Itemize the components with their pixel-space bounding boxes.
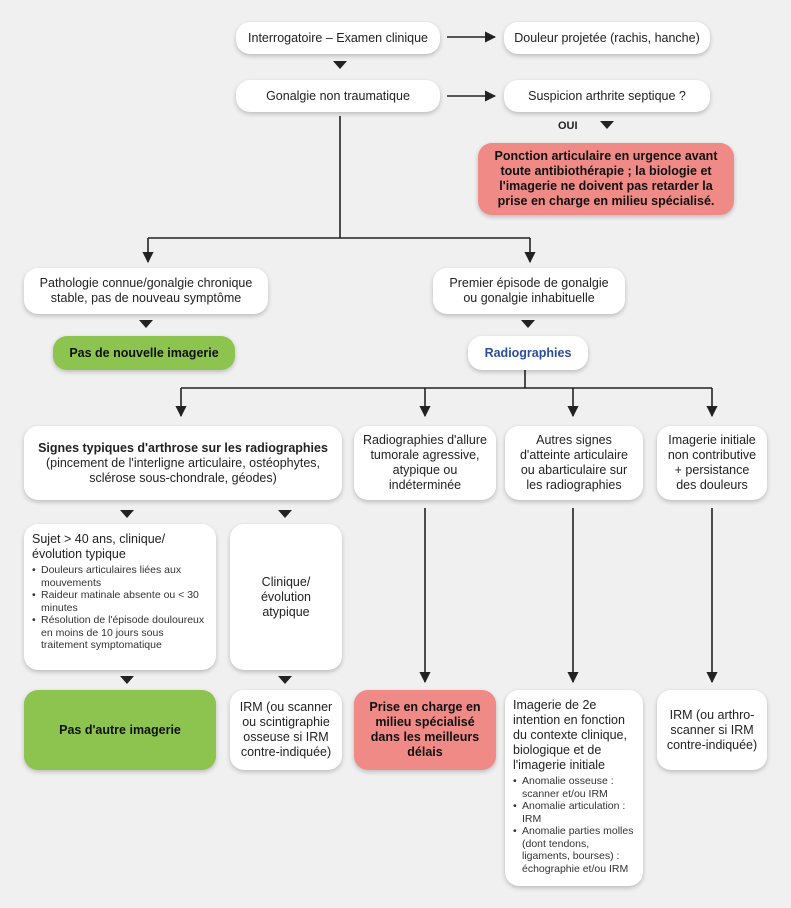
list-item: Anomalie parties molles (dont tendons, l… <box>513 825 635 875</box>
list-item: Raideur matinale absente ou < 30 minutes <box>32 589 208 614</box>
node-gonalgie: Gonalgie non traumatique <box>236 80 440 112</box>
list-item: Résolution de l'épisode douloureux en mo… <box>32 614 208 652</box>
list-item: Douleurs articulaires liées aux mouvemen… <box>32 564 208 589</box>
list-item: Anomalie osseuse : scanner et/ou IRM <box>513 775 635 800</box>
node-clinique-atypique: Clinique/ évolution atypique <box>230 524 342 670</box>
node-autres-signes: Autres signes d'atteinte articulaire ou … <box>505 426 643 500</box>
node-suspicion-arthrite: Suspicion arthrite septique ? <box>504 80 710 112</box>
node-irm-scanner: IRM (ou scanner ou scintigraphie osseuse… <box>230 690 342 770</box>
imagerie-2e-list: Anomalie osseuse : scanner et/ou IRM Ano… <box>513 775 635 875</box>
node-premier-episode: Premier épisode de gonalgie ou gonalgie … <box>433 268 625 314</box>
node-interrogatoire: Interrogatoire – Examen clinique <box>236 22 440 54</box>
node-imagerie-non-contributive: Imagerie initiale non contributive + per… <box>657 426 767 500</box>
sujet-criteria-list: Douleurs articulaires liées aux mouvemen… <box>32 564 208 652</box>
node-signes-arthrose: Signes typiques d'arthrose sur les radio… <box>24 426 342 500</box>
list-item: Anomalie articulation : IRM <box>513 800 635 825</box>
node-allure-tumorale: Radiographies d'allure tumorale agressiv… <box>354 426 496 500</box>
label-oui: OUI <box>558 120 578 132</box>
node-pathologie-connue: Pathologie connue/gonalgie chronique sta… <box>24 268 268 314</box>
node-prise-en-charge: Prise en charge en milieu spécialisé dan… <box>354 690 496 770</box>
node-ponction: Ponction articulaire en urgence avant to… <box>478 143 734 215</box>
node-pas-autre-imagerie: Pas d'autre imagerie <box>24 690 216 770</box>
node-pas-nouvelle-imagerie: Pas de nouvelle imagerie <box>53 336 235 370</box>
node-sujet-40-ans: Sujet > 40 ans, clinique/ évolution typi… <box>24 524 216 670</box>
node-imagerie-2e-intention: Imagerie de 2e intention en fonction du … <box>505 690 643 886</box>
node-irm-arthroscanner: IRM (ou arthro-scanner si IRM contre-ind… <box>657 690 767 770</box>
node-radiographies: Radiographies <box>468 336 588 370</box>
node-douleur-projetee: Douleur projetée (rachis, hanche) <box>504 22 710 54</box>
